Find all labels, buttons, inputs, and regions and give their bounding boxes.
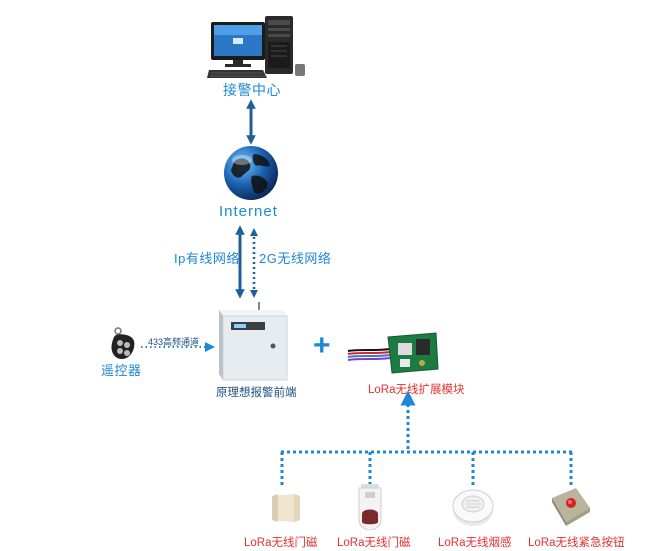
sensor-label-2: LoRa无线门磁 — [337, 537, 411, 549]
lora-module-label: LoRa无线扩展模块 — [368, 384, 465, 396]
circuit-board-icon — [346, 329, 440, 375]
ip-link-label: Ip有线网络 — [174, 251, 240, 266]
globe-icon — [222, 144, 280, 202]
gsm-link-label: 2G无线网络 — [259, 251, 332, 266]
remote-label: 遥控器 — [101, 363, 142, 378]
sensor-label-3: LoRa无线烟感 — [438, 537, 512, 549]
panic-button-icon — [550, 486, 592, 526]
desktop-computer-icon — [207, 14, 307, 80]
alarm-center-label: 接警中心 — [223, 82, 281, 98]
sensor-label-4: LoRa无线紧急按钮 — [528, 537, 625, 549]
pir-detector-icon — [355, 484, 385, 531]
remote-keyfob-icon — [108, 327, 138, 361]
smoke-detector-icon — [452, 486, 494, 528]
panel-label: 原理想报警前端 — [216, 387, 297, 399]
rf433-link-label: 433高频通道 — [148, 337, 200, 347]
sensor-label-1: LoRa无线门磁 — [244, 537, 318, 549]
door-magnet-icon — [268, 492, 302, 524]
plus-sign: + — [313, 329, 331, 362]
internet-label: Internet — [219, 203, 278, 220]
alarm-panel-icon — [213, 302, 289, 382]
